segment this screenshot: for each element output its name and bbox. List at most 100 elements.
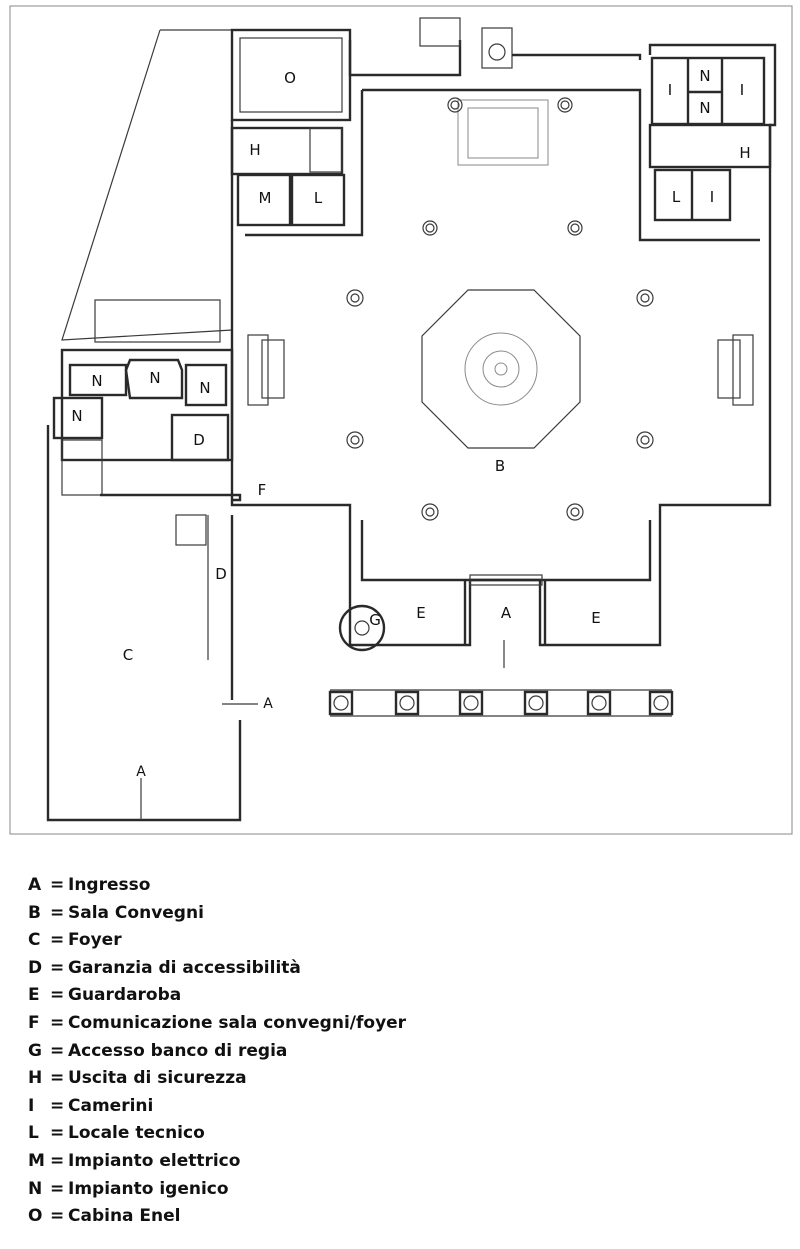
legend-row: A=Ingresso — [28, 872, 628, 900]
right-niche-inner — [717, 339, 741, 399]
legend-row: H=Uscita di sicurezza — [28, 1065, 628, 1093]
legend-equals: = — [50, 957, 65, 978]
portico-column — [328, 690, 354, 716]
column — [346, 431, 364, 449]
legend-key: E — [28, 985, 40, 1006]
portico-column — [394, 690, 420, 716]
top-right-wall — [512, 53, 642, 60]
label-N-w4: N — [71, 407, 82, 425]
upper-hall-niche-inner — [467, 107, 539, 159]
label-B: B — [495, 457, 505, 475]
legend-key: M — [28, 1150, 45, 1171]
legend-equals: = — [50, 1178, 65, 1199]
room-H-right-walls — [648, 123, 772, 169]
label-I-1: I — [668, 81, 672, 99]
portico-column — [648, 690, 674, 716]
portico-column-core — [528, 695, 544, 711]
room-N-w4-walls — [52, 396, 104, 440]
label-I-2: I — [740, 81, 744, 99]
label-N-w2: N — [149, 369, 160, 387]
label-O: O — [284, 69, 296, 87]
label-D-corridor: D — [215, 565, 227, 583]
legend-row: E=Guardaroba — [28, 982, 628, 1010]
legend-text: Accesso banco di regia — [68, 1040, 288, 1061]
west-spiral-stair — [61, 439, 103, 496]
column — [422, 220, 438, 236]
legend-key: C — [28, 930, 41, 951]
legend-key: I — [28, 1095, 35, 1116]
legend-key: F — [28, 1012, 40, 1033]
top-stair — [419, 17, 461, 47]
legend-equals: = — [50, 1068, 65, 1089]
legend-text: Guardaroba — [68, 985, 182, 1006]
column — [350, 435, 360, 445]
legend-text: Uscita di sicurezza — [68, 1068, 247, 1089]
legend-equals: = — [50, 1095, 65, 1116]
label-M: M — [259, 189, 272, 207]
spiral-stair-G-core — [354, 620, 370, 636]
label-E-right: E — [591, 609, 600, 627]
legend: A=Ingresso B=Sala Convegni C=Foyer D=Gar… — [28, 872, 628, 1231]
column — [425, 223, 435, 233]
portico-column-core — [653, 695, 669, 711]
top-service-strip — [348, 40, 462, 77]
central-ring — [464, 332, 538, 406]
legend-row: O=Cabina Enel — [28, 1203, 628, 1231]
room-O-inner — [239, 37, 343, 113]
label-C: C — [123, 646, 133, 664]
legend-key: N — [28, 1178, 43, 1199]
left-stair — [309, 127, 343, 173]
column — [350, 293, 360, 303]
left-niche-inner — [261, 339, 285, 399]
legend-text: Comunicazione sala convegni/foyer — [68, 1012, 407, 1033]
room-D-walls — [170, 413, 230, 462]
legend-equals: = — [50, 875, 65, 895]
west-stair — [94, 299, 221, 343]
portico-columns — [328, 690, 674, 716]
column — [557, 97, 573, 113]
column — [570, 507, 580, 517]
legend-text: Foyer — [68, 930, 122, 951]
label-H-left: H — [249, 141, 260, 159]
label-N-mid: N — [699, 99, 710, 117]
label-F: F — [258, 481, 267, 499]
spiral-stair-G — [338, 604, 386, 652]
corridor-steps — [175, 514, 207, 546]
legend-text: Camerini — [68, 1095, 154, 1116]
column — [450, 100, 460, 110]
legend-row: D=Garanzia di accessibilità — [28, 955, 628, 983]
legend-key: D — [28, 957, 43, 978]
right-niche — [732, 334, 754, 406]
legend-key: G — [28, 1040, 42, 1061]
legend-row: B=Sala Convegni — [28, 900, 628, 928]
central-octagon — [421, 289, 581, 449]
portico-column — [523, 690, 549, 716]
legend-key: O — [28, 1206, 43, 1227]
upper-hall-right-wall — [362, 88, 760, 242]
column — [636, 431, 654, 449]
narthex-top-line — [360, 520, 652, 582]
main-outer-wall — [230, 43, 777, 647]
plan-frame — [9, 5, 793, 835]
label-A-center: A — [501, 604, 512, 622]
room-N-w2-walls — [124, 358, 184, 400]
portico-column-core — [399, 695, 415, 711]
room-labels: O H M L I N N I H L I N N N N D B F D C … — [71, 67, 750, 780]
column — [570, 223, 580, 233]
portico-column-core — [591, 695, 607, 711]
portico-column — [458, 690, 484, 716]
central-core — [494, 362, 508, 376]
column — [421, 503, 439, 521]
legend-equals: = — [50, 930, 65, 951]
column — [425, 507, 435, 517]
label-H-right: H — [739, 144, 750, 162]
column — [560, 100, 570, 110]
legend-key: L — [28, 1123, 39, 1144]
legend-row: C =Foyer — [28, 927, 628, 955]
column — [640, 293, 650, 303]
label-N-w1: N — [91, 372, 102, 390]
foyer-top-wall — [100, 493, 242, 502]
column — [636, 289, 654, 307]
legend-key: A — [28, 875, 42, 895]
legend-equals: = — [50, 902, 65, 923]
